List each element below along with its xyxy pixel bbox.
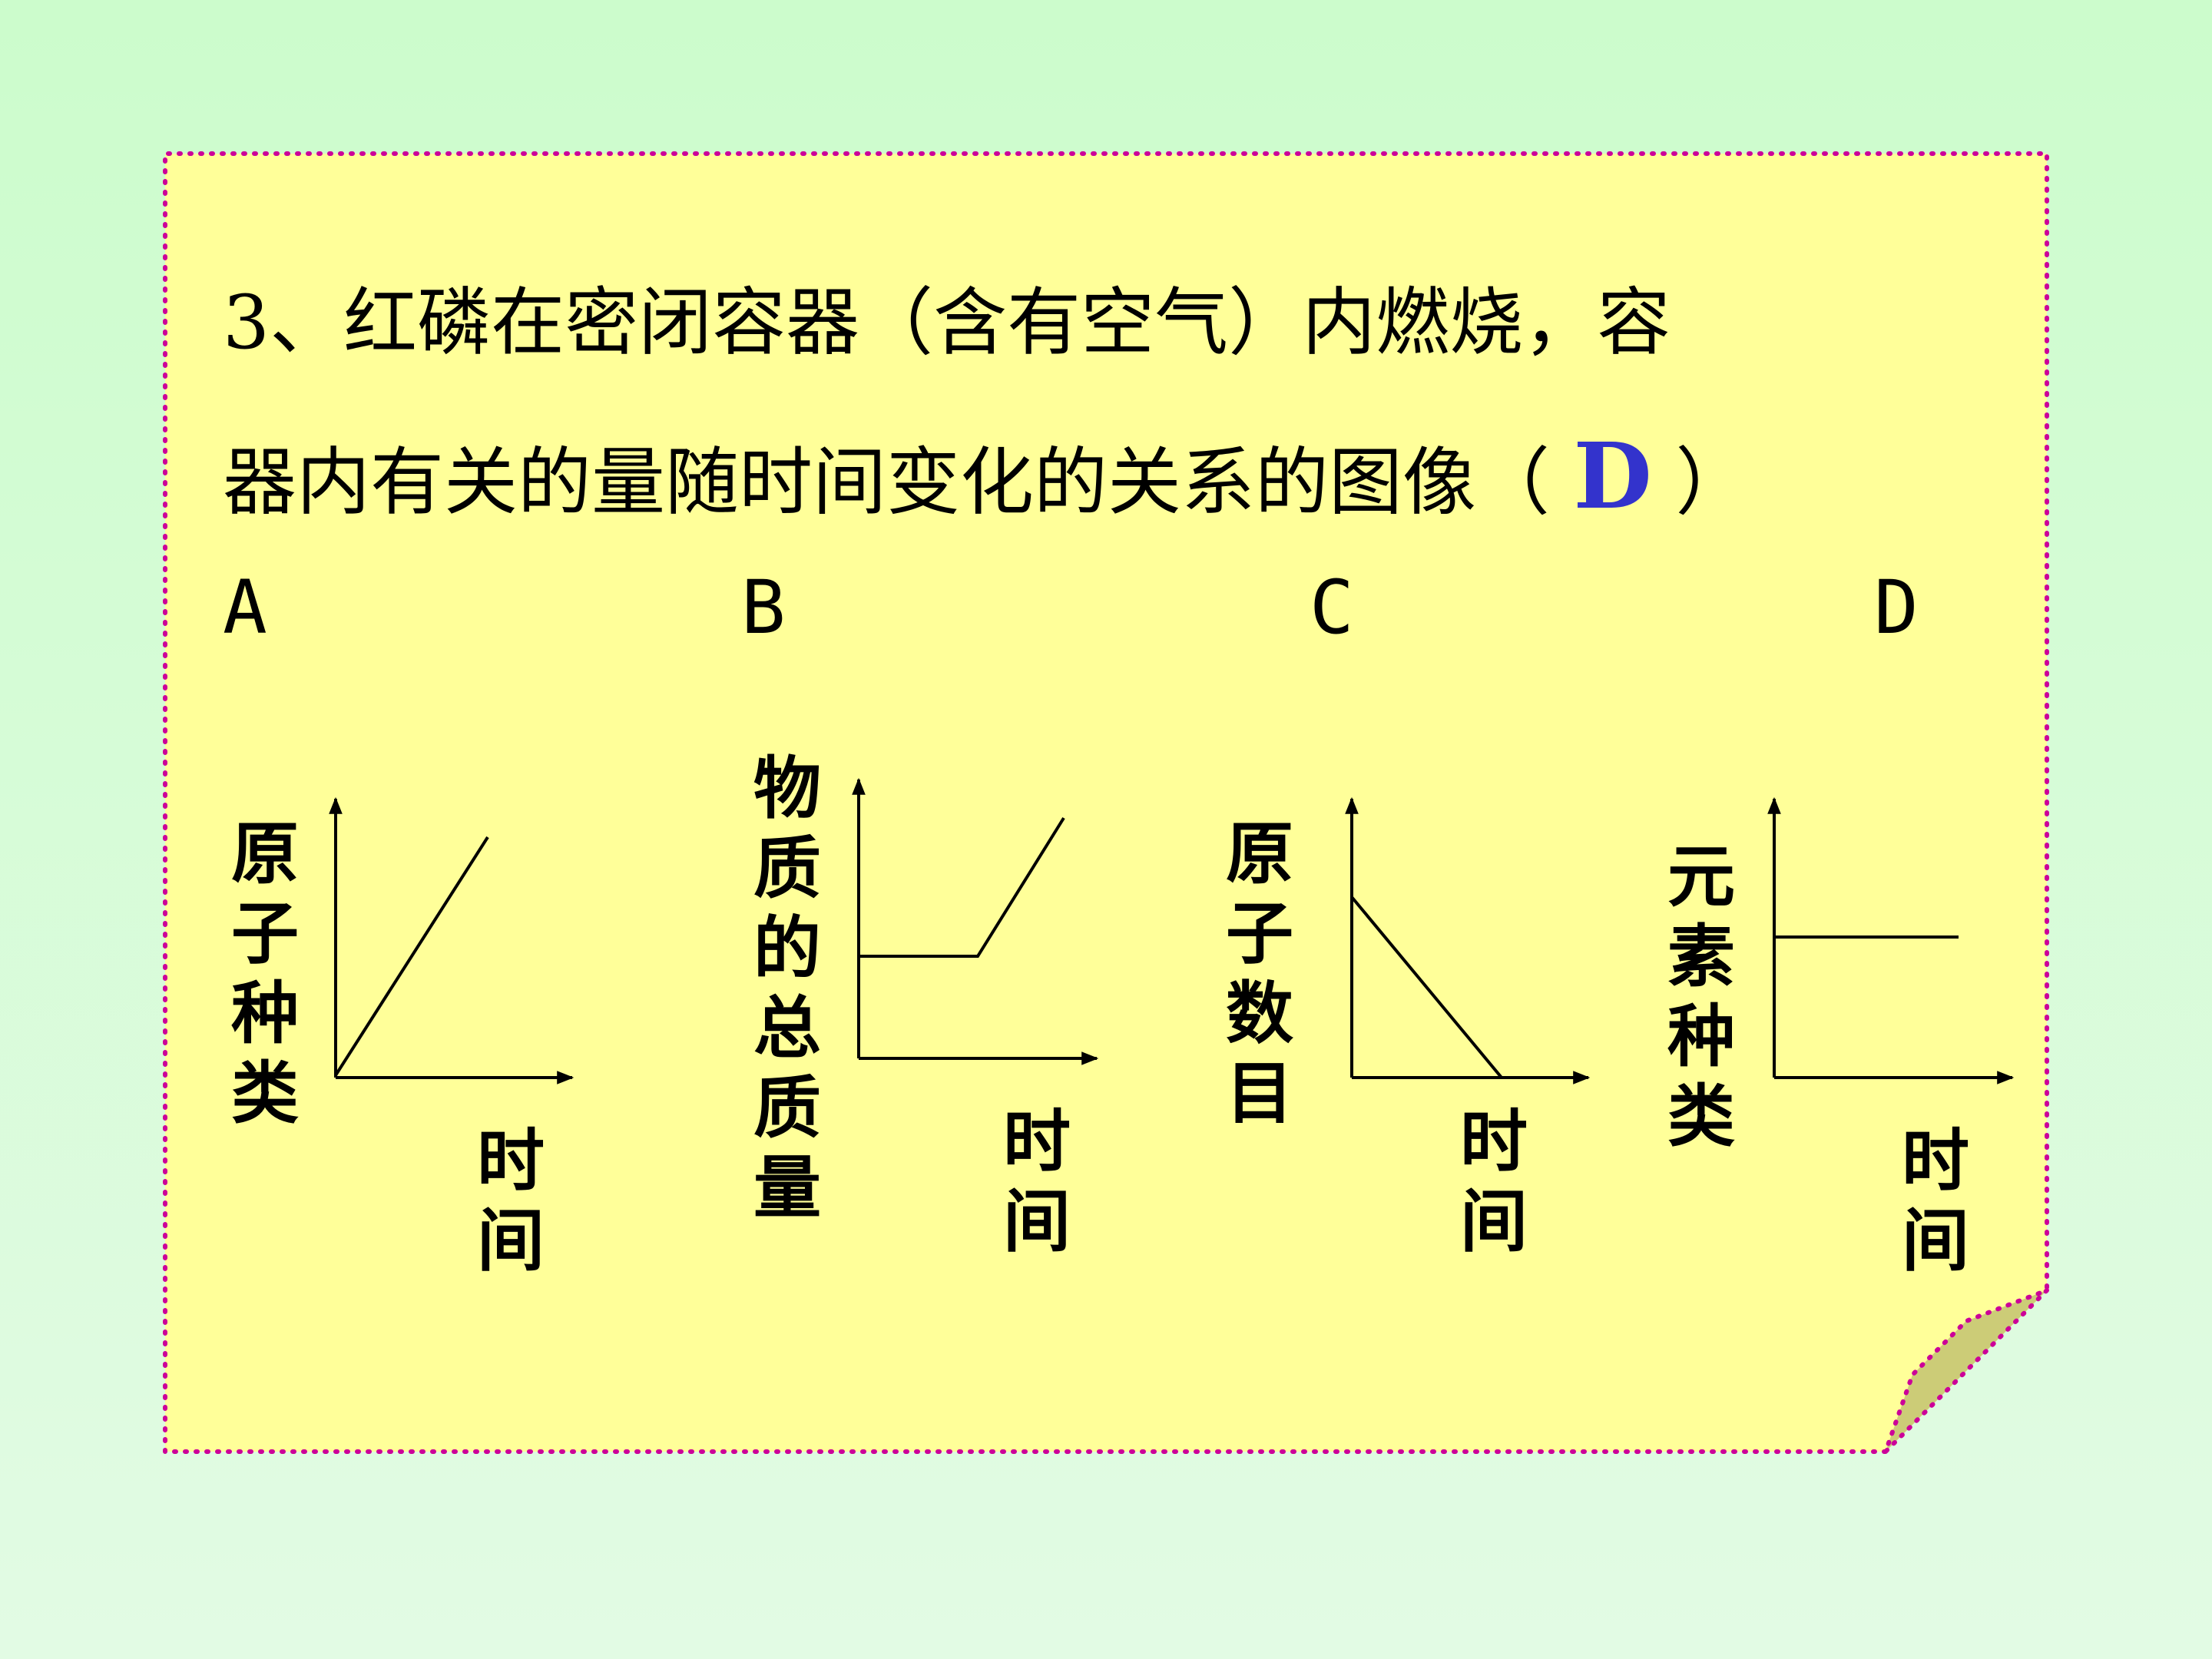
chart-a-xlabel: 时间 — [476, 1121, 545, 1280]
chart-b-line — [859, 816, 1065, 958]
chart-c-xlabel: 时间 — [1459, 1102, 1528, 1261]
chart-d — [1767, 796, 2015, 1084]
chart-d-ylabel: 元素种类 — [1667, 837, 1735, 1156]
option-letter-b: B — [741, 565, 786, 651]
question-line-2: 器内有关的量随时间变化的关系的图像（ D ） — [223, 399, 2066, 559]
question-line-2-text: 器内有关的量随时间变化的关系的图像（ — [223, 439, 1574, 525]
answer-letter: D — [1573, 422, 1652, 529]
chart-a-ylabel: 原子种类 — [230, 814, 299, 1133]
option-letter-c: C — [1310, 565, 1354, 651]
chart-c-ylabel: 原子数目 — [1225, 814, 1293, 1133]
chart-b — [852, 777, 1099, 1065]
chart-a-line — [334, 836, 489, 1077]
chart-a — [329, 796, 575, 1084]
chart-b-xlabel: 时间 — [1002, 1102, 1071, 1261]
chart-c — [1345, 796, 1591, 1084]
question-line-1: 3、红磷在密闭容器（含有空气）内燃烧，容 — [223, 280, 1671, 366]
card-outline — [163, 151, 2049, 1454]
page-curl-fold — [1883, 1288, 2049, 1454]
option-letter-a: A — [223, 565, 267, 651]
chart-d-xlabel: 时间 — [1901, 1121, 1969, 1280]
question-card — [165, 154, 2047, 1452]
chart-c-line — [1350, 896, 1503, 1079]
question-line-2-end: ） — [1651, 439, 1750, 525]
question-text: 3、红磷在密闭容器（含有空气）内燃烧，容 器内有关的量随时间变化的关系的图像（ … — [223, 246, 2066, 559]
option-letter-d: D — [1874, 565, 1919, 651]
chart-b-ylabel: 物质的总质量 — [753, 749, 821, 1227]
